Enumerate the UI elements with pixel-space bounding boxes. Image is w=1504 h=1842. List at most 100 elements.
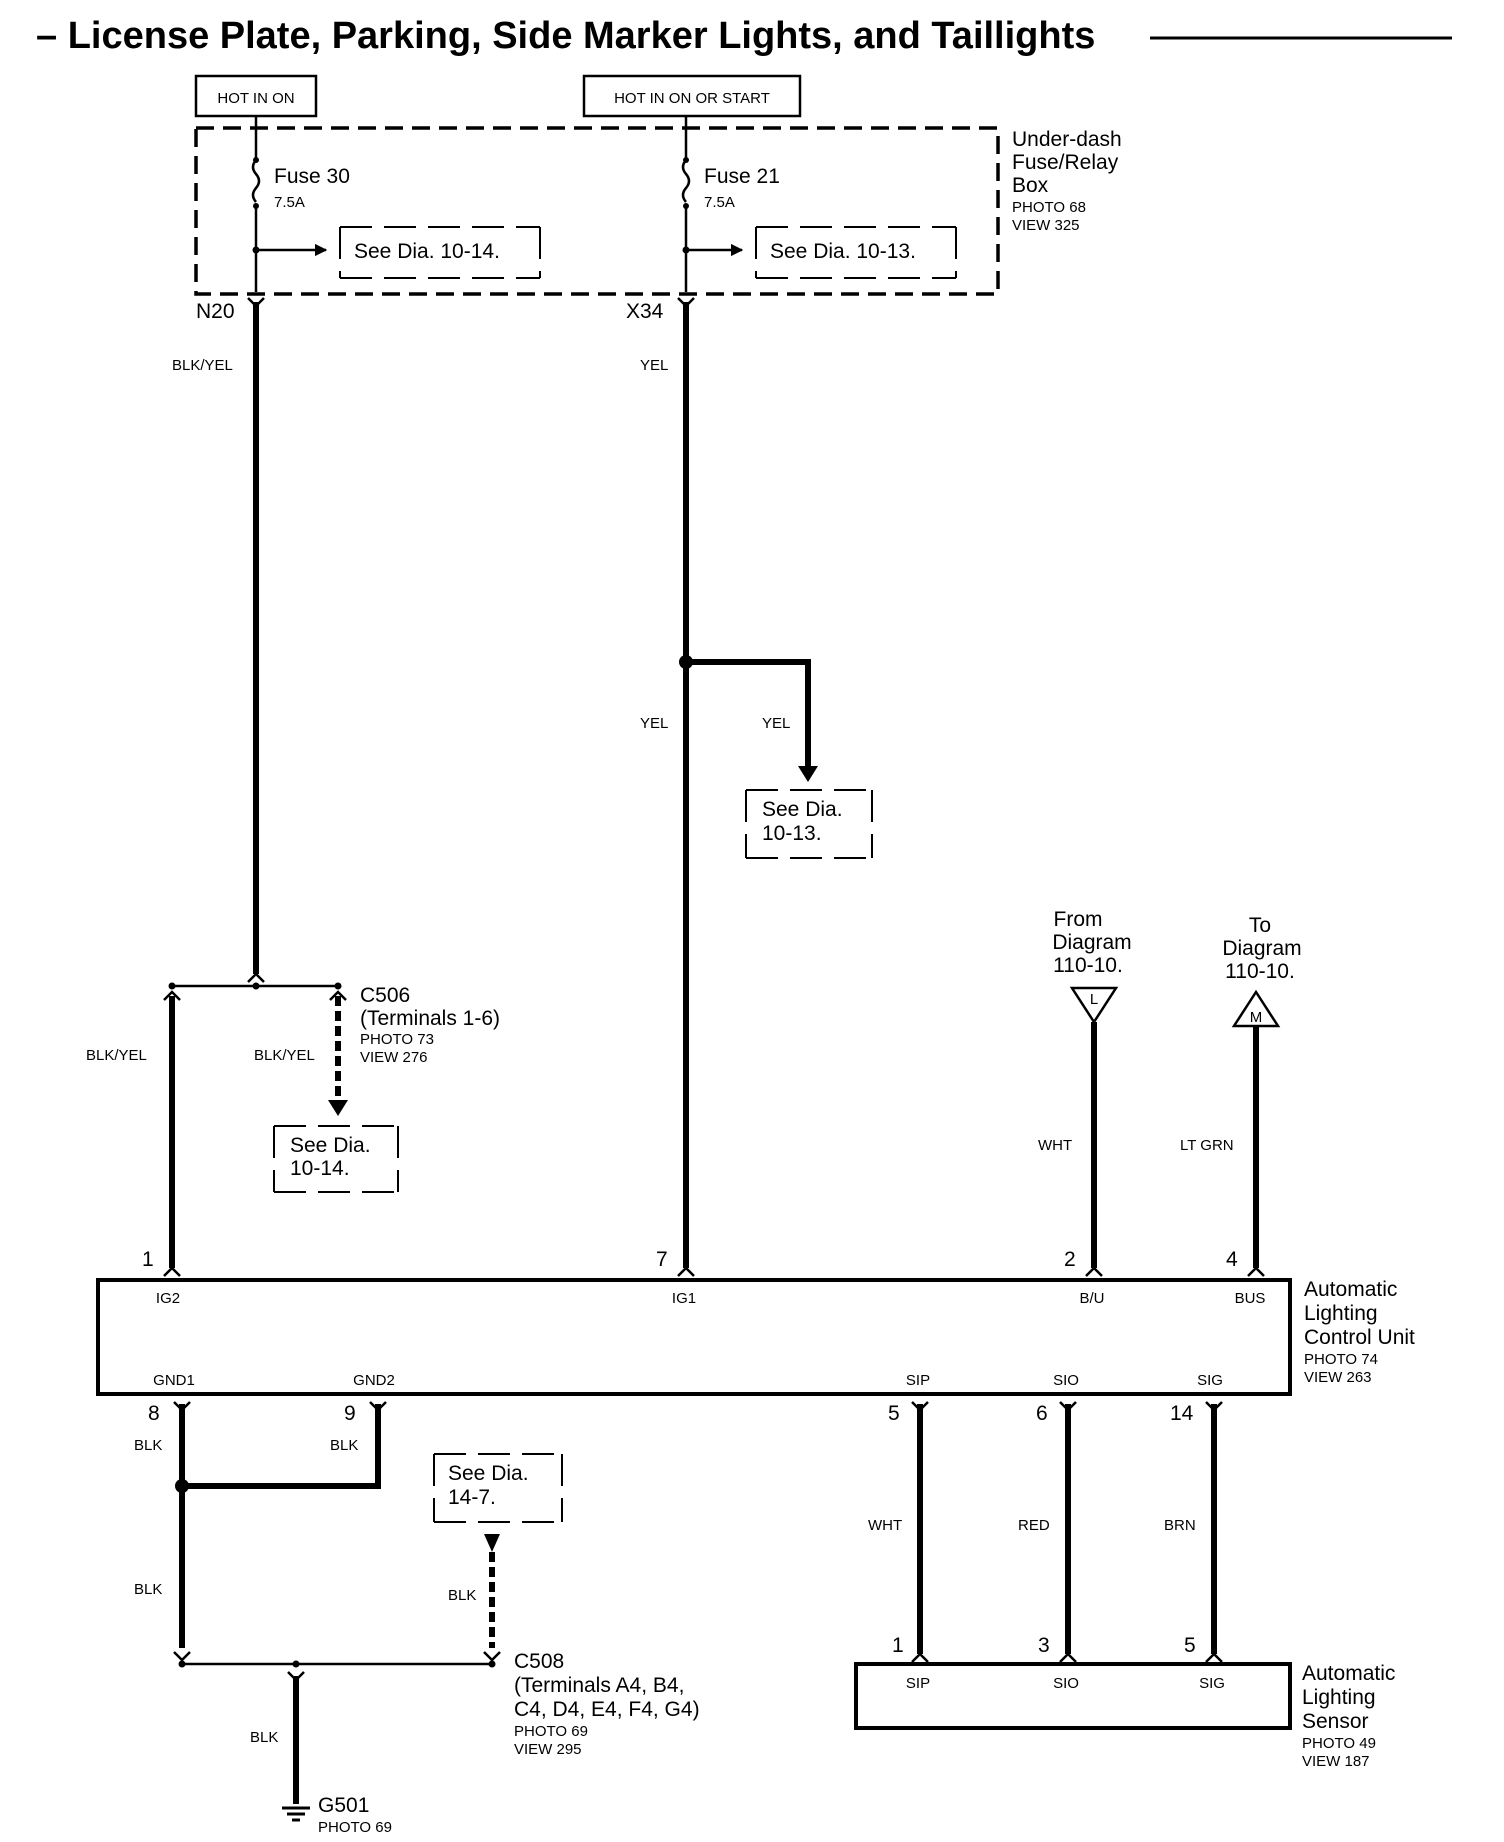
- fuse-box-view: VIEW 325: [1012, 217, 1080, 234]
- g501-name: G501: [318, 1794, 369, 1817]
- n20-wire-color: BLK/YEL: [172, 357, 233, 374]
- c508-ref-line2: 14-7.: [448, 1486, 496, 1509]
- bu-wire-color: WHT: [1038, 1137, 1072, 1154]
- c506-mid-wire-color: BLK/YEL: [254, 1047, 315, 1064]
- fuse21-dot-top: [683, 157, 689, 163]
- gnd2-wire-color: BLK: [330, 1437, 358, 1454]
- c508-ref-line1: See Dia.: [448, 1462, 529, 1485]
- c506-photo: PHOTO 73: [360, 1031, 434, 1048]
- cu-pin9-number: 9: [344, 1402, 356, 1425]
- cu-photo: PHOTO 74: [1304, 1351, 1378, 1368]
- cu-pin1-label: IG2: [156, 1290, 180, 1307]
- sensor-view: VIEW 187: [1302, 1753, 1370, 1770]
- c506-ref-box: [273, 1125, 399, 1193]
- cu-pin4-label: BUS: [1235, 1290, 1266, 1307]
- from-diagram-marker: L: [1090, 991, 1098, 1008]
- cu-view: VIEW 263: [1304, 1369, 1372, 1386]
- pin4-connector-icon: [1247, 1266, 1265, 1277]
- fuse21-name: Fuse 21: [704, 165, 780, 188]
- c508-photo: PHOTO 69: [514, 1723, 588, 1740]
- c506-left-dot: [168, 982, 176, 990]
- c506-ref-arrowhead: [328, 1100, 348, 1116]
- cu-pin7-number: 7: [656, 1248, 668, 1271]
- c506-ref-line2: 10-14.: [290, 1157, 350, 1180]
- from-diagram-line2: Diagram: [1052, 931, 1131, 954]
- cu-pin14-number: 14: [1170, 1402, 1194, 1425]
- yel-branch-wire: [686, 659, 811, 766]
- yel-ref-box: [745, 789, 873, 859]
- cu-pin5-number: 5: [888, 1402, 900, 1425]
- sensor-box: [854, 1662, 1292, 1730]
- cu-pin6-label: SIO: [1053, 1372, 1079, 1389]
- cu-pin8-label: GND1: [153, 1372, 195, 1389]
- ground-icon: [282, 1806, 310, 1822]
- fuse30-rating: 7.5A: [274, 194, 305, 211]
- yel-ref-line2: 10-13.: [762, 822, 822, 845]
- sensor-pin5-label: SIG: [1199, 1675, 1225, 1692]
- fuse30-name: Fuse 30: [274, 165, 350, 188]
- control-unit-box: [96, 1278, 1292, 1396]
- pin2-connector-icon: [1085, 1266, 1103, 1277]
- c508-view: VIEW 295: [514, 1741, 582, 1758]
- cu-name-3: Control Unit: [1304, 1326, 1415, 1349]
- cu-pin7-label: IG1: [672, 1290, 696, 1307]
- yel-lower-wire-color: YEL: [640, 715, 668, 732]
- x34-wire-color: YEL: [640, 357, 668, 374]
- c506-top-connector-icon: [247, 972, 265, 983]
- fuse21-rating: 7.5A: [704, 194, 735, 211]
- cu-pin5-label: SIP: [906, 1372, 930, 1389]
- c506-ref-line1: See Dia.: [290, 1134, 371, 1157]
- sensor-pin3-label: SIO: [1053, 1675, 1079, 1692]
- c506-view: VIEW 276: [360, 1049, 428, 1066]
- sensor-pin3-connector-icon: [1059, 1652, 1077, 1663]
- fuse21-ref-box: [755, 226, 957, 279]
- fuse-box-name-3: Box: [1012, 174, 1049, 197]
- sensor-pin1-number: 1: [892, 1634, 904, 1657]
- pin7-connector-icon: [677, 1266, 695, 1277]
- c506-name: C506: [360, 984, 410, 1007]
- bus-wire-color: LT GRN: [1180, 1137, 1234, 1154]
- cu-pin1-number: 1: [142, 1248, 154, 1271]
- hot-in-on-or-start-label: HOT IN ON OR START: [614, 90, 770, 107]
- yel-ref-line1: See Dia.: [762, 798, 843, 821]
- sensor-pin3-number: 3: [1038, 1634, 1050, 1657]
- c508-ref-box: [433, 1453, 563, 1523]
- c506-mid-dot: [252, 982, 260, 990]
- c506-right-connector-icon: [329, 990, 347, 1001]
- yel-branch-wire-color: YEL: [762, 715, 790, 732]
- gnd-lower-wire-color: BLK: [134, 1581, 162, 1598]
- gnd1-wire-color: BLK: [134, 1437, 162, 1454]
- cu-name-1: Automatic: [1304, 1278, 1397, 1301]
- from-diagram-triangle-icon: [1069, 986, 1119, 1025]
- to-diagram-line1: To: [1249, 914, 1271, 937]
- fuse21-symbol: [681, 159, 691, 203]
- sensor-name-3: Sensor: [1302, 1710, 1369, 1733]
- to-diagram-marker: M: [1250, 1009, 1263, 1026]
- pin1-connector-icon: [163, 1266, 181, 1277]
- sensor-pin5-connector-icon: [1205, 1652, 1223, 1663]
- c508-ref-arrowhead: [484, 1534, 500, 1552]
- c506-terminals: (Terminals 1-6): [360, 1007, 500, 1030]
- sig-wire-color: BRN: [1164, 1517, 1196, 1534]
- sensor-pin1-connector-icon: [911, 1652, 929, 1663]
- gnd1-c508-connector-icon: [173, 1651, 191, 1662]
- from-diagram-line1: From: [1054, 908, 1103, 931]
- cu-pin2-number: 2: [1064, 1248, 1076, 1271]
- fuse21-ref-text: See Dia. 10-13.: [770, 240, 916, 263]
- fuse30-ref-box: [339, 226, 541, 279]
- c508-name: C508: [514, 1650, 564, 1673]
- c508-terminals-1: (Terminals A4, B4,: [514, 1674, 684, 1697]
- c508-left-dot: [178, 1660, 186, 1668]
- diagram-title: – License Plate, Parking, Side Marker Li…: [36, 15, 1095, 57]
- fuse-relay-box-outline: [194, 126, 1000, 296]
- yel-branch-arrowhead: [798, 766, 818, 782]
- sensor-name-1: Automatic: [1302, 1662, 1395, 1685]
- c506-left-wire-color: BLK/YEL: [86, 1047, 147, 1064]
- gnd2-wire: [182, 1404, 381, 1489]
- fuse-box-name-1: Under-dash: [1012, 128, 1122, 151]
- cu-name-2: Lighting: [1304, 1302, 1378, 1325]
- cu-pin4-number: 4: [1226, 1248, 1238, 1271]
- sensor-name-2: Lighting: [1302, 1686, 1376, 1709]
- fuse-box-photo: PHOTO 68: [1012, 199, 1086, 216]
